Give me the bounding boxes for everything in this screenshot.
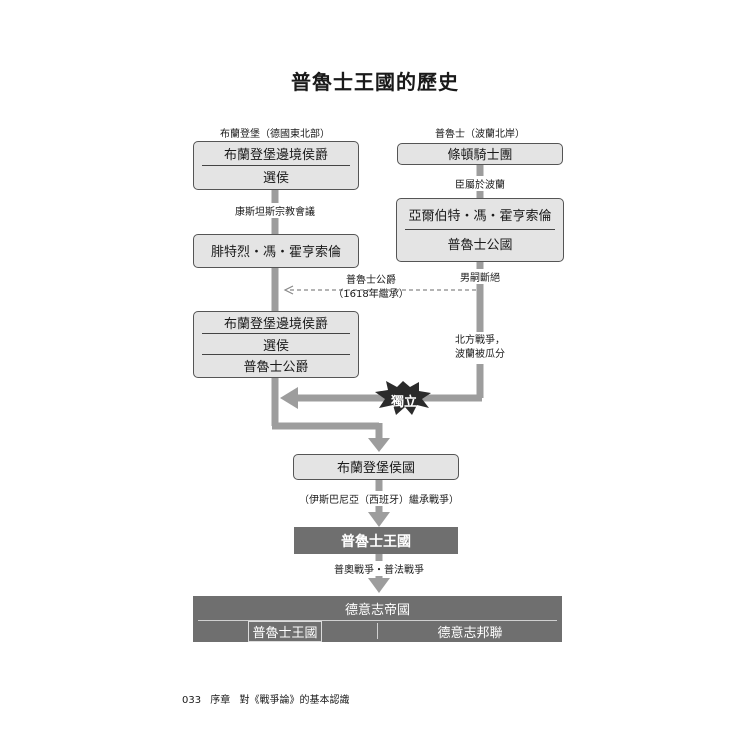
box-line: 腓特烈・馮・霍亨索倫 xyxy=(210,245,341,260)
right-branch-header: 普魯士（波蘭北岸） xyxy=(435,129,525,140)
inheritance-arrow-head xyxy=(283,285,294,295)
section-title: 對《戰爭論》的基本認識 xyxy=(239,695,350,706)
brandenburg-prussia-box: 布蘭登堡邊境侯爵 選侯 普魯士公爵 xyxy=(193,311,359,378)
box-line: 條頓騎士團 xyxy=(447,148,513,163)
inheritance-title: 普魯士公爵 xyxy=(343,274,399,288)
merge-arrow-head xyxy=(280,387,298,409)
teutonic-order-box: 條頓騎士團 xyxy=(397,143,563,165)
box-line: 亞爾伯特・馮・霍亨索倫 xyxy=(408,208,552,224)
box-line: 普魯士公國 xyxy=(405,229,555,257)
brandenburg-margrave-box: 布蘭登堡邊境侯爵 選侯 xyxy=(193,141,359,190)
empire-member-confederation: 德意志邦聯 xyxy=(437,625,503,641)
box-line: 布蘭登堡侯國 xyxy=(336,461,415,476)
unification-wars-label: 普奧戰爭・普法戰爭 xyxy=(320,561,438,576)
independence-badge: 獨立 xyxy=(390,395,417,410)
arrow-down-3 xyxy=(368,578,390,593)
german-empire-box: 德意志帝國 普魯士王國 德意志邦聯 xyxy=(193,596,562,642)
independence-burst-icon xyxy=(375,381,431,415)
box-line: 普魯士公爵 xyxy=(202,354,350,375)
left-branch-header: 布蘭登堡（德國東北部） xyxy=(220,129,330,140)
empire-members: 普魯士王國 德意志邦聯 xyxy=(193,620,562,642)
empire-divider xyxy=(198,620,557,621)
box-line: 選侯 xyxy=(202,333,350,354)
prussia-kingdom-box: 普魯士王國 xyxy=(294,527,458,554)
arrow-down-1 xyxy=(368,438,390,452)
box-line: 布蘭登堡邊境侯爵 xyxy=(223,317,328,332)
northern-war-label: 北方戰爭， 波蘭被瓜分 xyxy=(438,332,522,364)
page-title: 普魯士王國的歷史 xyxy=(291,70,459,94)
constance-council-label: 康斯坦斯宗教會議 xyxy=(205,203,345,218)
northern-war-line2: 波蘭被瓜分 xyxy=(455,349,505,360)
empire-title: 德意志帝國 xyxy=(344,602,410,618)
vassal-of-poland-label: 臣屬於波蘭 xyxy=(440,176,520,191)
inheritance-label: 普魯士公爵 （1618年繼承） xyxy=(316,274,426,302)
page-footer: 033 序章 對《戰爭論》的基本認識 xyxy=(182,691,355,706)
male-line-extinct-label: 男嗣斷絕 xyxy=(450,269,510,284)
box-line: 布蘭登堡邊境侯爵 xyxy=(223,148,328,163)
box-line: 普魯士王國 xyxy=(341,533,411,550)
spanish-succession-label: （伊斯巴尼亞（西班牙）繼承戰爭） xyxy=(284,491,474,506)
northern-war-line1: 北方戰爭， xyxy=(455,335,505,346)
inheritance-year: （1618年繼承） xyxy=(333,289,409,300)
arrow-down-2 xyxy=(368,512,390,527)
friedrich-hohenzollern-box: 腓特烈・馮・霍亨索倫 xyxy=(193,234,359,268)
albrecht-prussia-box: 亞爾伯特・馮・霍亨索倫 普魯士公國 xyxy=(396,198,564,262)
page-number: 033 xyxy=(182,695,202,706)
empire-member-prussia-label: 普魯士王國 xyxy=(248,620,322,642)
empire-member-prussia: 普魯士王國 xyxy=(193,620,377,642)
box-line: 選侯 xyxy=(202,165,350,187)
chapter-label: 序章 xyxy=(210,695,231,706)
brandenburg-electorate-box: 布蘭登堡侯國 xyxy=(293,454,459,480)
empire-member-divider xyxy=(377,623,378,639)
